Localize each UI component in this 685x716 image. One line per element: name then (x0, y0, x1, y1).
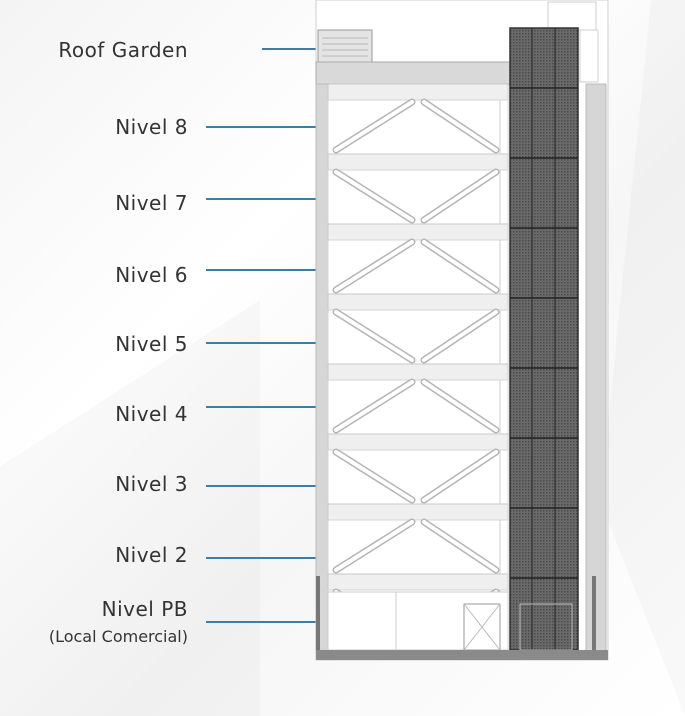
mesh-facade-floor-lines (510, 87, 578, 579)
diagonal-brace-inner (334, 240, 414, 292)
roof-planter (317, 29, 373, 63)
leader-line-nivel-5 (206, 342, 338, 344)
level-label-nivel-6: Nivel 6 (115, 263, 188, 287)
roof-right-box (579, 29, 599, 83)
level-label-nivel-7: Nivel 7 (115, 191, 188, 215)
leader-line-roof (262, 48, 318, 50)
level-label-roof: Roof Garden (58, 38, 188, 62)
floor-bays (327, 83, 509, 645)
ground-floor-bay (327, 591, 509, 651)
floor-slab (327, 293, 509, 311)
diagonal-brace-inner (422, 100, 498, 152)
floor-bay (327, 169, 509, 225)
leader-line-nivel-pb (206, 621, 338, 623)
floor-bay (327, 449, 509, 505)
level-label-nivel-5: Nivel 5 (115, 332, 188, 356)
diagonal-brace-inner (422, 380, 498, 432)
level-label-nivel-2: Nivel 2 (115, 543, 188, 567)
floor-bay (327, 239, 509, 295)
floor-bay (327, 99, 509, 155)
right-railing (592, 576, 596, 652)
leader-line-nivel-6 (206, 269, 338, 271)
base-slab (316, 650, 608, 660)
level-label-nivel-4: Nivel 4 (115, 402, 188, 426)
diagonal-brace-inner (422, 520, 498, 572)
floor-slab (327, 223, 509, 241)
roof-slab (315, 61, 511, 85)
diagonal-brace-inner (422, 310, 498, 362)
right-wall (585, 83, 607, 653)
level-label-nivel-pb: Nivel PB (101, 597, 188, 621)
floor-slab (327, 363, 509, 381)
leader-line-nivel-4 (206, 406, 338, 408)
diagonal-brace-inner (422, 170, 498, 222)
left-railing (316, 576, 320, 652)
leader-line-nivel-7 (206, 198, 338, 200)
leader-line-nivel-8 (206, 126, 338, 128)
mesh-facade (509, 27, 579, 651)
floor-slab (327, 83, 509, 101)
mesh-facade-mullions (531, 28, 556, 650)
leader-line-nivel-2 (206, 557, 338, 559)
floor-bay (327, 309, 509, 365)
floor-slab (327, 573, 509, 591)
diagonal-brace-inner (334, 450, 414, 502)
diagonal-brace-inner (422, 240, 498, 292)
floor-bay (327, 379, 509, 435)
diagonal-brace-inner (334, 100, 414, 152)
diagonal-brace-inner (422, 450, 498, 502)
diagonal-brace-inner (334, 520, 414, 572)
floor-slab (327, 433, 509, 451)
level-label-nivel-8: Nivel 8 (115, 115, 188, 139)
leader-line-nivel-3 (206, 485, 338, 487)
diagonal-brace-inner (334, 170, 414, 222)
floor-slab (327, 503, 509, 521)
floor-slab (327, 153, 509, 171)
level-sublabel-local-comercial: (Local Comercial) (48, 627, 188, 646)
diagonal-brace-inner (334, 380, 414, 432)
level-label-nivel-3: Nivel 3 (115, 472, 188, 496)
roof-stair-tower (547, 1, 597, 31)
diagonal-brace-inner (334, 310, 414, 362)
roof-planter-hatch (322, 37, 368, 57)
left-wall (315, 83, 329, 653)
floor-bay (327, 519, 509, 575)
